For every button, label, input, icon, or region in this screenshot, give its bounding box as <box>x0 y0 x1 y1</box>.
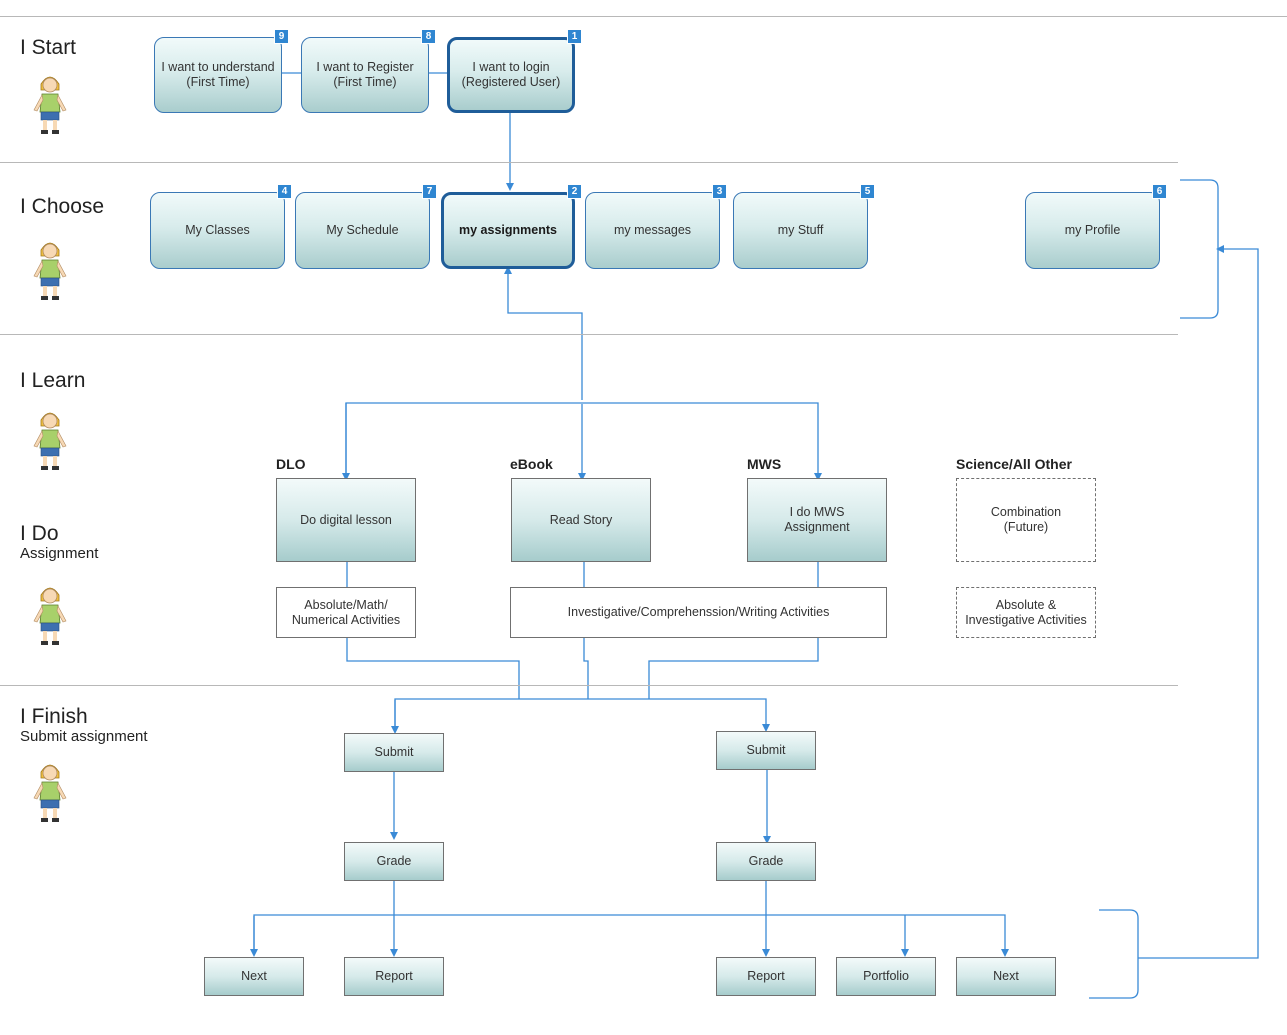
lane-divider-start-choose <box>0 162 1178 163</box>
connector-math-merge <box>346 638 520 699</box>
node-combination-future[interactable]: Combination (Future) <box>956 478 1096 562</box>
lane-divider-choose-learn <box>0 334 1178 335</box>
connector-fork-to-assignments <box>504 266 583 400</box>
activity-investigative-writing[interactable]: Investigative/Comprehenssion/Writing Act… <box>510 587 887 638</box>
bracket-top <box>1180 179 1219 319</box>
category-label-mws: MWS <box>747 456 782 472</box>
node-login-registered-user[interactable]: I want to login (Registered User) <box>447 37 575 113</box>
step-badge: 3 <box>712 184 727 199</box>
activity-absolute-investigative[interactable]: Absolute & Investigative Activities <box>956 587 1096 638</box>
node-my-schedule[interactable]: My Schedule <box>295 192 430 269</box>
node-my-messages[interactable]: my messages <box>585 192 720 269</box>
step-badge: 6 <box>1152 184 1167 199</box>
node-grade-right[interactable]: Grade <box>716 842 816 881</box>
lane-title-learn: I Learn <box>20 369 86 392</box>
lane-divider-do-finish <box>0 685 1178 686</box>
category-label-ebook: eBook <box>510 456 553 472</box>
node-submit-right[interactable]: Submit <box>716 731 816 770</box>
connector-investigative-merge <box>583 638 589 699</box>
node-my-profile[interactable]: my Profile <box>1025 192 1160 269</box>
node-submit-left[interactable]: Submit <box>344 733 444 772</box>
category-label-dlo: DLO <box>276 456 306 472</box>
student-figure-icon <box>33 764 67 822</box>
lane-title-choose: I Choose <box>20 195 105 218</box>
node-report-right[interactable]: Report <box>716 957 816 996</box>
node-read-story[interactable]: Read Story <box>511 478 651 562</box>
node-understand-first-time[interactable]: I want to understand (First Time) <box>154 37 282 113</box>
step-badge: 5 <box>860 184 875 199</box>
node-next-left[interactable]: Next <box>204 957 304 996</box>
step-badge: 2 <box>567 184 582 199</box>
node-register-first-time[interactable]: I want to Register (First Time) <box>301 37 429 113</box>
student-figure-icon <box>33 412 67 470</box>
node-my-assignments[interactable]: my assignments <box>441 192 575 269</box>
node-my-stuff[interactable]: my Stuff <box>733 192 868 269</box>
node-portfolio[interactable]: Portfolio <box>836 957 936 996</box>
step-badge: 8 <box>421 29 436 44</box>
node-next-right[interactable]: Next <box>956 957 1056 996</box>
student-figure-icon <box>33 242 67 300</box>
bracket-bottom <box>1089 909 1139 999</box>
connector-mws-merge <box>648 638 819 699</box>
lane-title-start: I Start <box>20 36 77 59</box>
step-badge: 1 <box>567 29 582 44</box>
lane-subtitle-finish: Submit assignment <box>20 728 148 745</box>
lane-subtitle-do: Assignment <box>20 545 99 562</box>
connector-bottom-bus <box>253 914 1009 957</box>
category-label-science: Science/All Other <box>956 456 1072 472</box>
student-figure-icon <box>33 76 67 134</box>
connector-merge-horizontal <box>394 698 770 732</box>
lane-divider-top <box>0 16 1287 17</box>
step-badge: 7 <box>422 184 437 199</box>
activity-math-numerical[interactable]: Absolute/Math/ Numerical Activities <box>276 587 416 638</box>
lane-title-do: I Do <box>20 522 59 545</box>
node-report-left[interactable]: Report <box>344 957 444 996</box>
lane-title-finish: I Finish <box>20 705 88 728</box>
node-do-digital-lesson[interactable]: Do digital lesson <box>276 478 416 562</box>
node-mws-assignment[interactable]: I do MWS Assignment <box>747 478 887 562</box>
student-figure-icon <box>33 587 67 645</box>
connector-loop-back <box>1138 245 1259 959</box>
step-badge: 4 <box>277 184 292 199</box>
node-my-classes[interactable]: My Classes <box>150 192 285 269</box>
node-grade-left[interactable]: Grade <box>344 842 444 881</box>
step-badge: 9 <box>274 29 289 44</box>
